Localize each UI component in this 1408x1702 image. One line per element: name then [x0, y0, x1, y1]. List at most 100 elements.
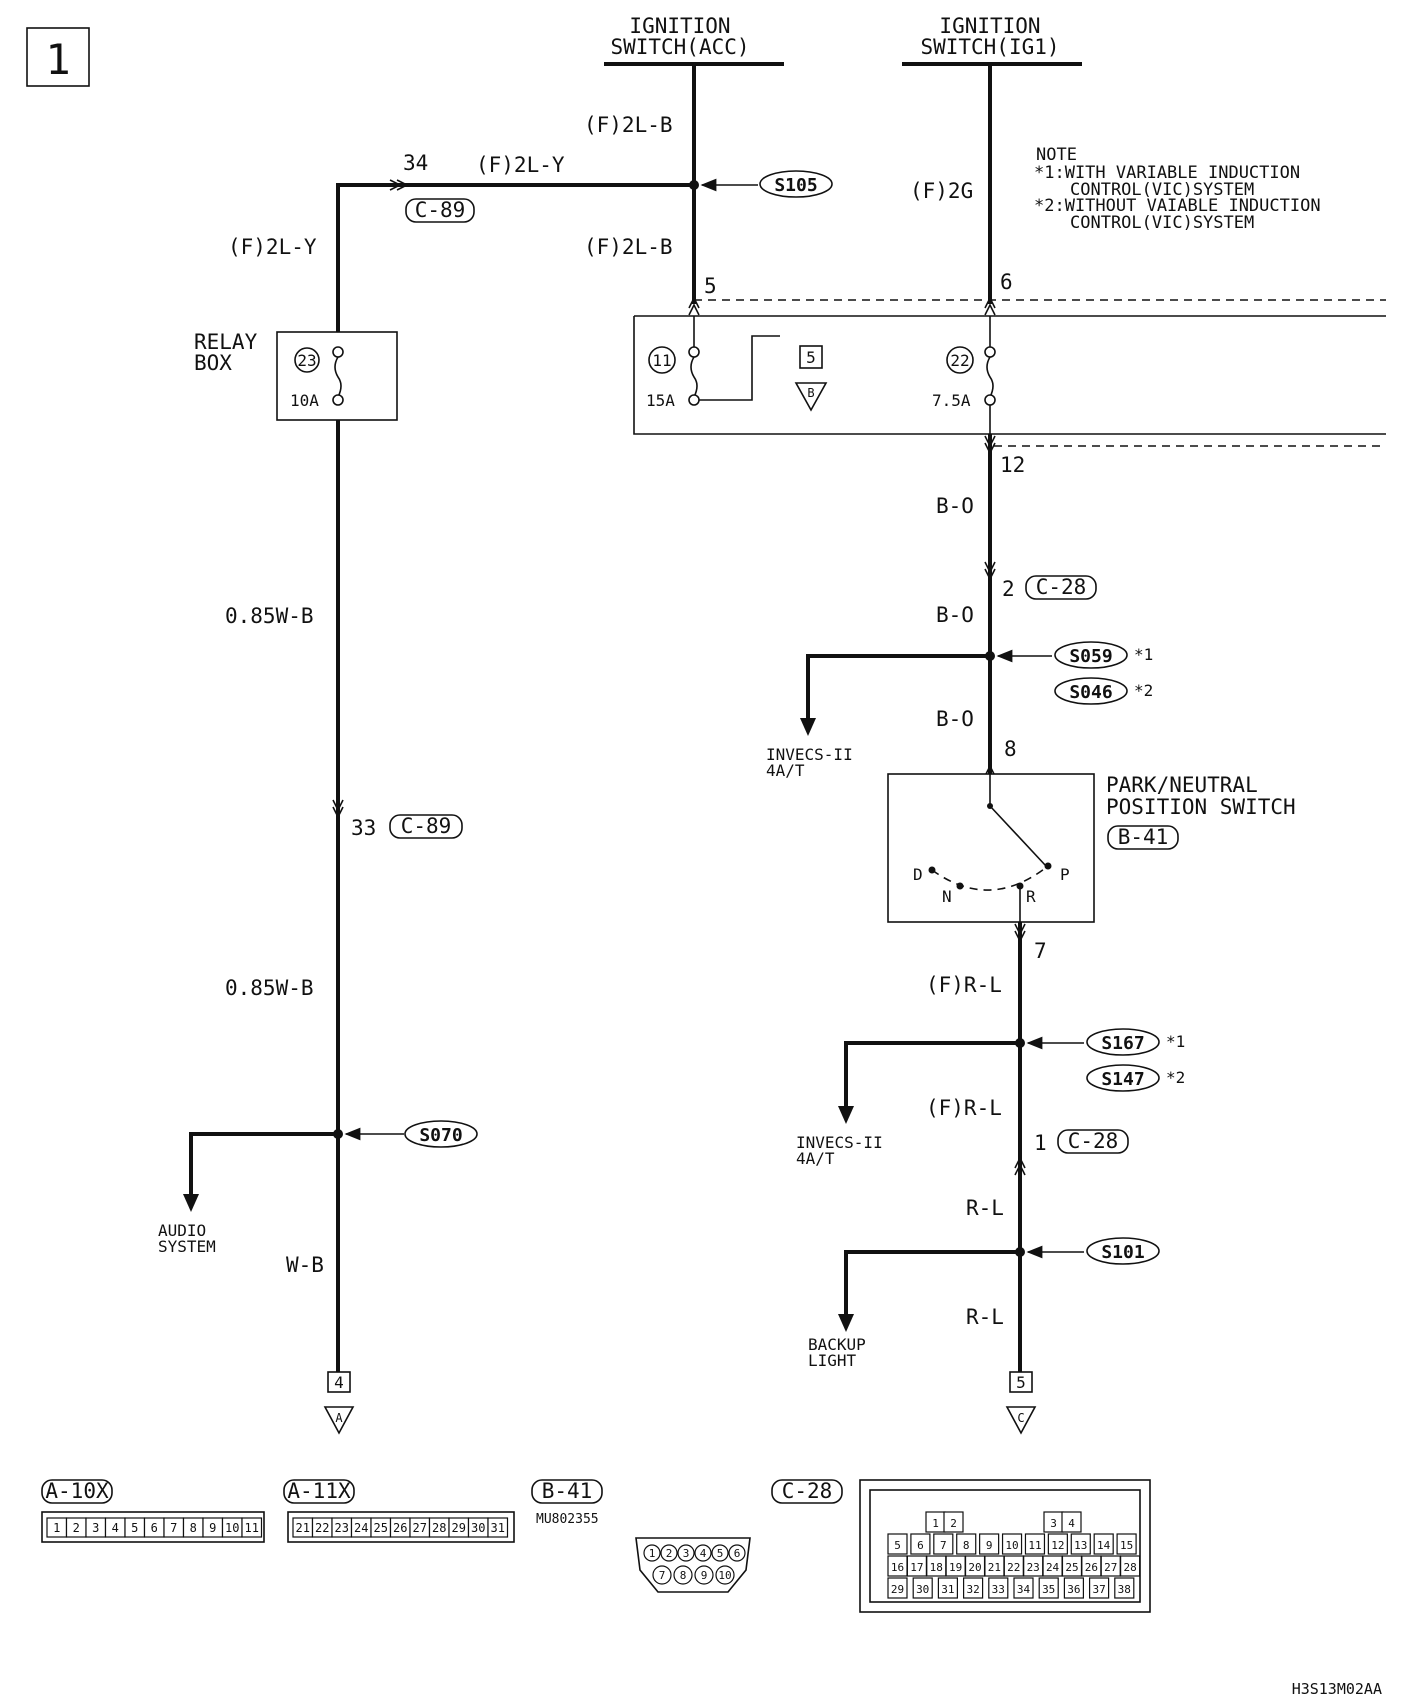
connector-pin-number: 1: [932, 1517, 939, 1530]
s059-splice: [1054, 641, 1128, 669]
acc-branch-wire: [336, 183, 694, 334]
fuse-11-bottom-terminal: [688, 394, 700, 406]
connector-pin-cell: [652, 1565, 672, 1585]
acc-source-line2: SWITCH(ACC): [610, 35, 749, 59]
connector-pin-number: 10: [225, 1521, 239, 1535]
c89-top-connector: [405, 198, 475, 223]
right-ref-triangle: [1005, 1406, 1037, 1435]
c89-top-terminal-icon: [389, 179, 409, 191]
s046-label: S046: [1069, 682, 1112, 703]
connector-pin-cell: [1116, 1533, 1137, 1555]
invecs1-line1: INVECS-II: [766, 745, 853, 764]
fuse-11-rating: 15A: [646, 391, 675, 410]
s046-splice: [1054, 677, 1128, 705]
page-number-box: [26, 27, 90, 87]
connector-pin-number: 23: [1027, 1561, 1040, 1574]
connector-pin-number: 9: [701, 1569, 708, 1582]
pin-12: 12: [1000, 453, 1025, 477]
page-number: 1: [45, 35, 70, 84]
invecs2-arrow: [838, 1106, 854, 1124]
connector-pin-cell: [1063, 1577, 1085, 1599]
left-ref-triangle: [323, 1406, 355, 1435]
note-line2: CONTROL(VIC)SYSTEM: [1070, 180, 1254, 200]
branch-wire-label: (F)2L-Y: [476, 153, 565, 177]
s105-splice: [759, 170, 833, 198]
fuse-23-bottom-terminal: [332, 394, 344, 406]
note-line4: CONTROL(VIC)SYSTEM: [1070, 213, 1254, 233]
pin-8: 8: [1004, 737, 1017, 761]
connector-pin-number: 10: [1005, 1539, 1018, 1552]
connector-pin-number: 3: [92, 1521, 99, 1535]
acc-bottom-wire-label: (F)2L-B: [584, 235, 673, 259]
c28-top-connector: [1025, 575, 1097, 600]
backup-line2: LIGHT: [808, 1351, 857, 1370]
connector-pin-number: 3: [1050, 1517, 1057, 1530]
junction-block: [633, 315, 1386, 435]
connector-pin-number: 5: [894, 1539, 901, 1552]
invecs1-branch-wire: [806, 654, 990, 722]
pin-5: 5: [704, 274, 717, 298]
connector-pin-number: 33: [992, 1583, 1005, 1596]
s167-marker: *1: [1166, 1032, 1185, 1051]
connector-pin-number: 4: [1068, 1517, 1075, 1530]
connector-pin-cell: [887, 1533, 908, 1555]
connector-pin-cell: [1038, 1577, 1059, 1599]
jb-ref-number: 5: [806, 348, 816, 367]
connector-pin-number: 26: [393, 1521, 407, 1535]
c89-bottom-terminal-icon: [332, 799, 344, 819]
switch-r-label: R: [1026, 887, 1036, 906]
connector-pin-number: 38: [1118, 1583, 1131, 1596]
acc-source-line1: IGNITION: [629, 14, 730, 38]
invecs1-arrow: [800, 718, 816, 736]
connector-pin-number: 36: [1067, 1583, 1080, 1596]
connector-pin-cell: [1093, 1533, 1114, 1555]
s147-label: S147: [1101, 1069, 1144, 1090]
pin-2: 2: [1002, 577, 1015, 601]
connector-pin-cell: [988, 1577, 1009, 1599]
connector-pin-number: 2: [73, 1521, 80, 1535]
left-ref-number: 4: [334, 1373, 344, 1392]
switch-d-contact: [928, 866, 936, 874]
fuse-11-top-terminal: [688, 346, 700, 358]
connector-pin-number: 6: [917, 1539, 924, 1552]
switch-p-label: P: [1060, 865, 1070, 884]
connector-pin-cell: [956, 1533, 977, 1555]
connector-pin-number: 8: [190, 1521, 197, 1535]
connector-pin-number: 13: [1074, 1539, 1087, 1552]
connector-pin-cell: [933, 1533, 954, 1555]
connector-pin-number: 11: [1028, 1539, 1041, 1552]
s147-splice: [1086, 1064, 1160, 1092]
a11x-view-badge: [283, 1479, 355, 1504]
backup-arrow: [838, 1314, 854, 1332]
right-r3-wire-label: R-L: [966, 1196, 1004, 1220]
pin-33: 33: [351, 816, 376, 840]
note-line3: *2:WITHOUT VAIABLE INDUCTION: [1034, 196, 1321, 216]
ig1-wire-label: (F)2G: [910, 179, 973, 203]
connector-pin-cell: [912, 1577, 933, 1599]
switch-d-label: D: [913, 865, 923, 884]
pin-1: 1: [1034, 1131, 1047, 1155]
connector-pin-number: 23: [335, 1521, 349, 1535]
connector-pin-number: 29: [452, 1521, 466, 1535]
connector-pin-number: 9: [986, 1539, 993, 1552]
connector-pin-cell: [728, 1544, 746, 1562]
connector-pin-number: 15: [1120, 1539, 1133, 1552]
c28-bottom-connector: [1057, 1129, 1129, 1154]
right-b1-wire-label: B-O: [936, 494, 974, 518]
connector-pin-cell: [677, 1544, 695, 1562]
s101-label: S101: [1101, 1242, 1144, 1263]
invecs2-line1: INVECS-II: [796, 1133, 883, 1152]
s070-splice: [404, 1120, 478, 1148]
acc-top-wire-label: (F)2L-B: [584, 113, 673, 137]
connector-pin-number: 28: [432, 1521, 446, 1535]
connector-pin-number: 25: [1065, 1561, 1078, 1574]
audio-arrow: [183, 1194, 199, 1212]
fuse-23-badge: [294, 347, 320, 373]
connector-pin-cell: [1088, 1577, 1110, 1599]
left-ref-letter: A: [335, 1411, 343, 1425]
ig1-source-line1: IGNITION: [939, 14, 1040, 38]
connector-pin-number: 24: [1046, 1561, 1060, 1574]
connector-pin-cell: [887, 1577, 908, 1599]
